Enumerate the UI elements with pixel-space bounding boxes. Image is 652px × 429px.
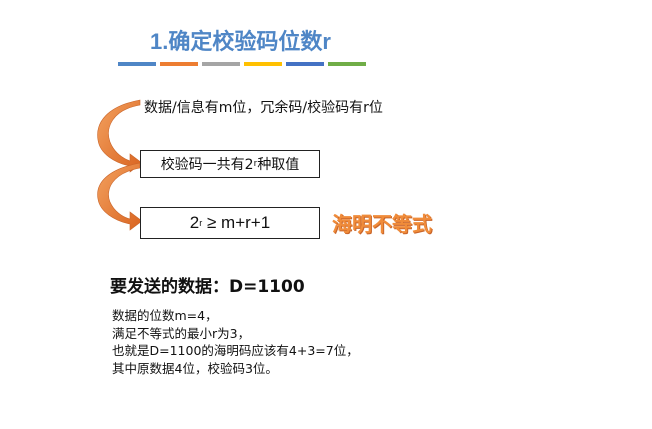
explanation-line: 其中原数据4位，校验码3位。	[112, 360, 278, 376]
explanation-line: 满足不等式的最小r为3，	[112, 325, 251, 341]
color-bar-segment	[244, 62, 282, 66]
box2-prefix: 2	[189, 213, 200, 232]
slide-title: 1.确定校验码位数r	[150, 29, 331, 54]
color-bar	[118, 62, 366, 66]
info-line: 数据/信息有m位，冗余码/校验码有r位	[144, 100, 383, 116]
color-bar-segment	[118, 62, 156, 66]
explanation-text: 数据的位数m=4， 满足不等式的最小r为3， 也就是D=1100的海明码应该有4…	[112, 307, 359, 377]
color-bar-segment	[328, 62, 366, 66]
explanation-line: 也就是D=1100的海明码应该有4+3=7位，	[112, 343, 359, 358]
hamming-inequality-label: 海明不等式	[332, 212, 432, 236]
box2-suffix: ≥ m+r+1	[202, 213, 271, 232]
color-bar-segment	[286, 62, 324, 66]
color-bar-segment	[202, 62, 240, 66]
box1-prefix: 校验码一共有2	[160, 157, 254, 173]
box1-suffix: 种取值	[257, 157, 300, 173]
explanation-line: 数据的位数m=4，	[112, 308, 218, 323]
curved-arrow-2	[97, 162, 143, 231]
curved-arrow-1	[97, 99, 143, 173]
data-to-send: 要发送的数据：D=1100	[110, 277, 305, 297]
color-bar-segment	[160, 62, 198, 66]
